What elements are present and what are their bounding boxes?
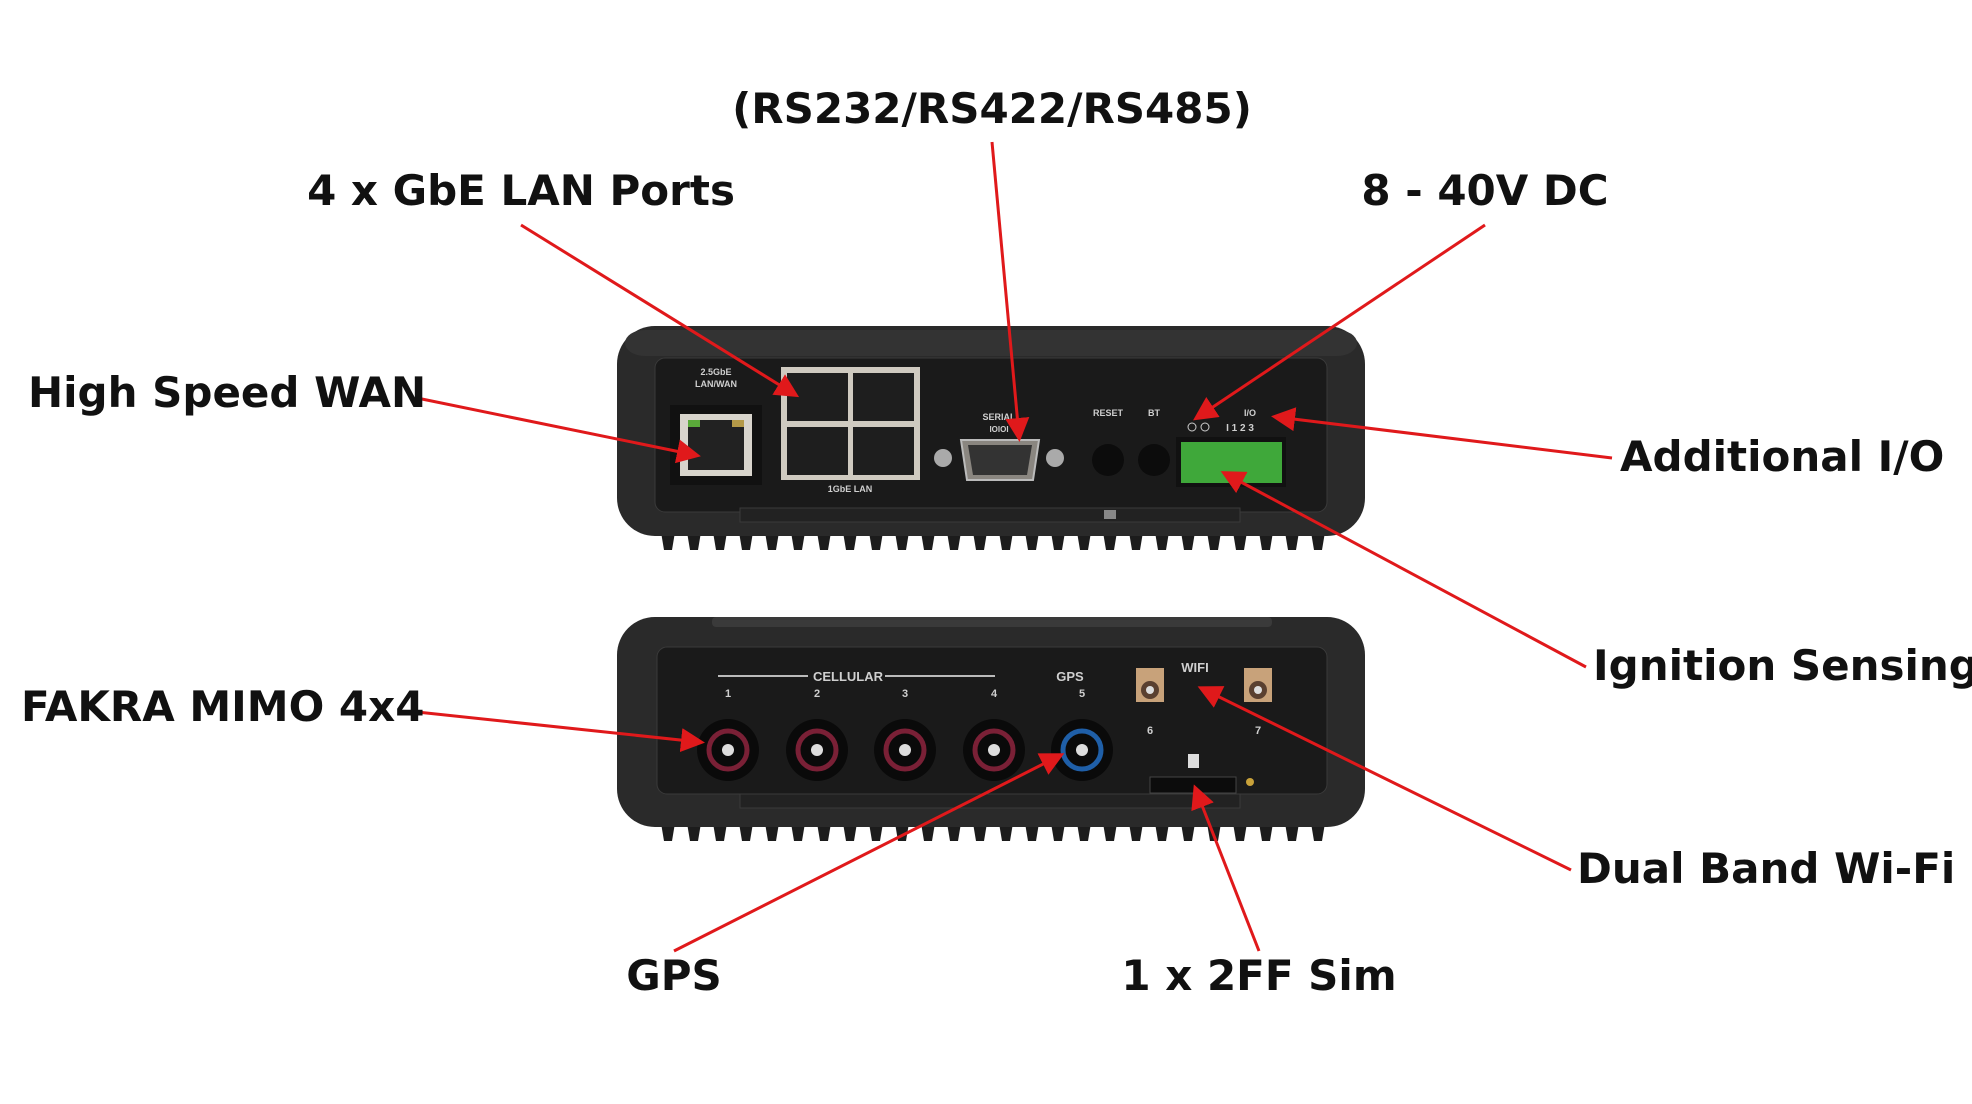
serial-sub-label: IOIOI xyxy=(989,425,1008,434)
arrow-gps xyxy=(673,753,1065,953)
callout-serial: (RS232/RS422/RS485) xyxy=(732,84,1252,133)
io-label: I/O xyxy=(1244,408,1256,418)
gps-label: GPS xyxy=(1056,669,1084,684)
fakra-connectors: 1 2 3 4 5 xyxy=(697,688,1113,781)
arrow-wan xyxy=(416,396,701,464)
port-number: 6 xyxy=(1147,725,1153,737)
arrow-serial xyxy=(990,141,1030,442)
callout-ignition: Ignition Sensing xyxy=(1593,641,1972,690)
callout-io: Additional I/O xyxy=(1620,432,1945,481)
port-number: 3 xyxy=(902,688,908,700)
arrow-sim xyxy=(1191,784,1261,952)
arrow-power xyxy=(1193,223,1486,421)
sim-icon xyxy=(1188,754,1199,768)
arrow-fakra xyxy=(416,710,705,753)
wifi-connector-6[interactable] xyxy=(1136,668,1164,702)
lan-ports[interactable] xyxy=(781,367,920,480)
wan-port[interactable] xyxy=(670,405,762,485)
gps-fakra-connector[interactable] xyxy=(1051,719,1113,781)
callout-wan: High Speed WAN xyxy=(28,368,427,417)
bt-label: BT xyxy=(1148,408,1160,418)
cellular-fakra-connector[interactable] xyxy=(963,719,1025,781)
reset-label: RESET xyxy=(1093,408,1124,418)
arrow-lan xyxy=(520,223,800,398)
arrow-ignition xyxy=(1220,471,1587,669)
arrow-wifi xyxy=(1197,686,1572,872)
port-number: 2 xyxy=(814,688,820,700)
lan-label: 1GbE LAN xyxy=(828,484,873,494)
port-number: 1 xyxy=(725,688,731,700)
callout-lan: 4 x GbE LAN Ports xyxy=(307,166,735,215)
wan-label: 2.5GbE xyxy=(700,367,731,377)
cellular-fakra-connector[interactable] xyxy=(786,719,848,781)
callout-power: 8 - 40V DC xyxy=(1361,166,1609,215)
callout-arrows xyxy=(416,141,1613,953)
io-pins-label: I 1 2 3 xyxy=(1226,423,1254,434)
port-number: 5 xyxy=(1079,688,1085,700)
cellular-fakra-connector[interactable] xyxy=(697,719,759,781)
cellular-label: CELLULAR xyxy=(813,669,884,684)
router-front-view: CELLULAR GPS WIFI 1 2 3 4 5 6 7 xyxy=(617,617,1365,841)
sim-slot[interactable] xyxy=(1149,776,1237,794)
wifi-connector-7[interactable] xyxy=(1244,668,1272,702)
bluetooth-button[interactable] xyxy=(1138,444,1170,476)
wifi-label: WIFI xyxy=(1181,660,1208,675)
port-number: 7 xyxy=(1255,725,1261,737)
callout-sim: 1 x 2FF Sim xyxy=(1121,951,1397,1000)
router-rear-view: 2.5GbE LAN/WAN 1GbE LAN SERIAL IOIOI xyxy=(617,326,1365,550)
serial-db9-port[interactable] xyxy=(934,439,1064,481)
callout-gps: GPS xyxy=(626,951,722,1000)
power-plus-icon xyxy=(1187,422,1197,432)
status-led xyxy=(1246,778,1254,786)
port-number: 4 xyxy=(991,688,998,700)
power-minus-icon xyxy=(1200,422,1210,432)
cellular-fakra-connector[interactable] xyxy=(874,719,936,781)
terminal-block[interactable] xyxy=(1176,437,1286,487)
callout-wifi: Dual Band Wi-Fi 6 xyxy=(1577,844,1972,893)
callout-fakra: FAKRA MIMO 4x4 xyxy=(21,682,425,731)
wan-label-2: LAN/WAN xyxy=(695,379,737,389)
reset-button[interactable] xyxy=(1092,444,1124,476)
arrow-io xyxy=(1271,407,1613,460)
serial-label: SERIAL xyxy=(982,412,1016,422)
